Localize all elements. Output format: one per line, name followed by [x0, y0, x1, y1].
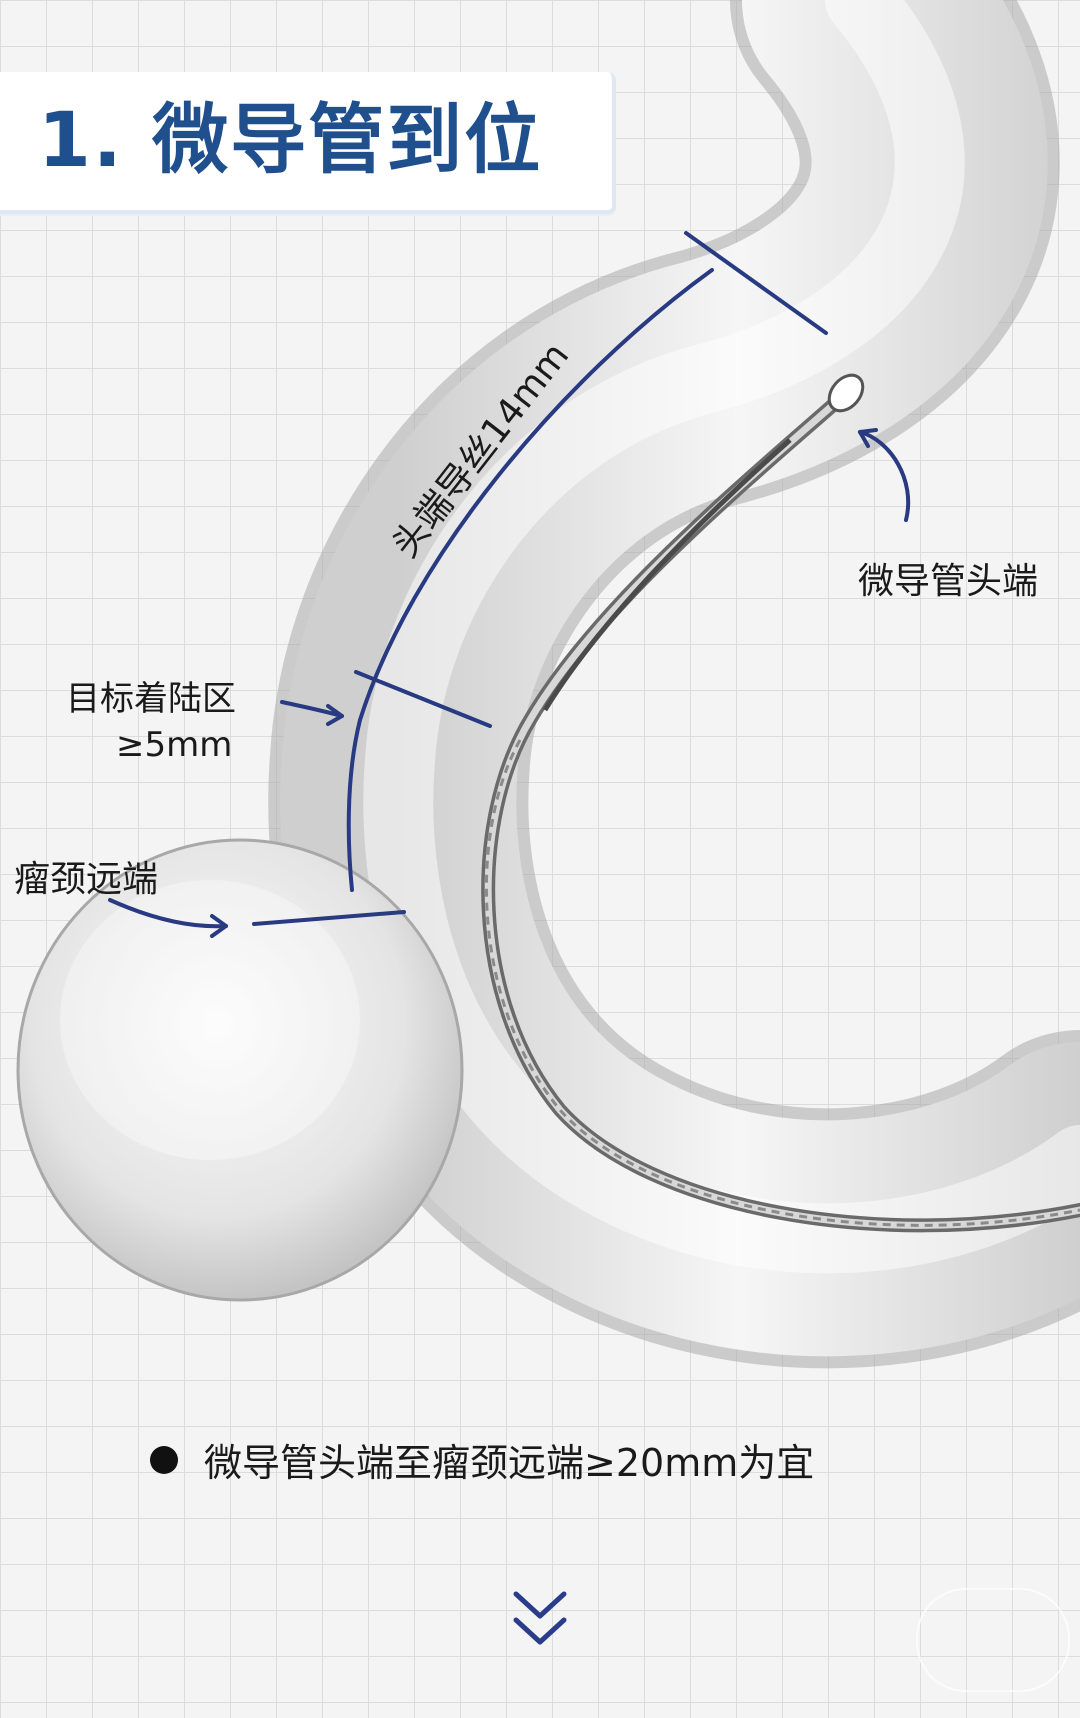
label-landing-zone: 目标着陆区 ≥5mm — [66, 676, 236, 768]
recommendation-note: 微导管头端至瘤颈远端≥20mm为宜 — [150, 1432, 814, 1487]
watermark-logo — [916, 1588, 1070, 1692]
filled-circle-icon — [150, 1445, 178, 1474]
annotation-arc — [346, 268, 714, 892]
label-neck-distal: 瘤颈远端 — [14, 859, 159, 900]
vessel-sheen — [363, 0, 1080, 1274]
label-landing-zone-size: ≥5mm — [116, 725, 233, 765]
aneurysm-sac — [16, 838, 464, 1302]
title-card: 1. 微导管到位 — [0, 72, 616, 214]
catheter-tip-marker — [827, 373, 865, 413]
double-chevron-down-icon[interactable] — [512, 1588, 568, 1652]
recommendation-text: 微导管头端至瘤颈远端≥20mm为宜 — [204, 1441, 815, 1485]
label-landing-zone-title: 目标着陆区 — [66, 679, 236, 719]
tick-top — [684, 231, 828, 335]
tip-guidewire — [542, 438, 792, 712]
page-title: 1. 微导管到位 — [38, 95, 543, 184]
tick-neck — [252, 910, 406, 926]
arrow-catheter-tip — [858, 430, 911, 522]
aneurysm-highlight — [60, 880, 360, 1160]
tick-middle — [354, 670, 492, 728]
arrow-neck — [108, 898, 228, 929]
stent-braid — [484, 739, 1080, 1227]
label-catheter-tip: 微导管头端 — [858, 561, 1039, 602]
